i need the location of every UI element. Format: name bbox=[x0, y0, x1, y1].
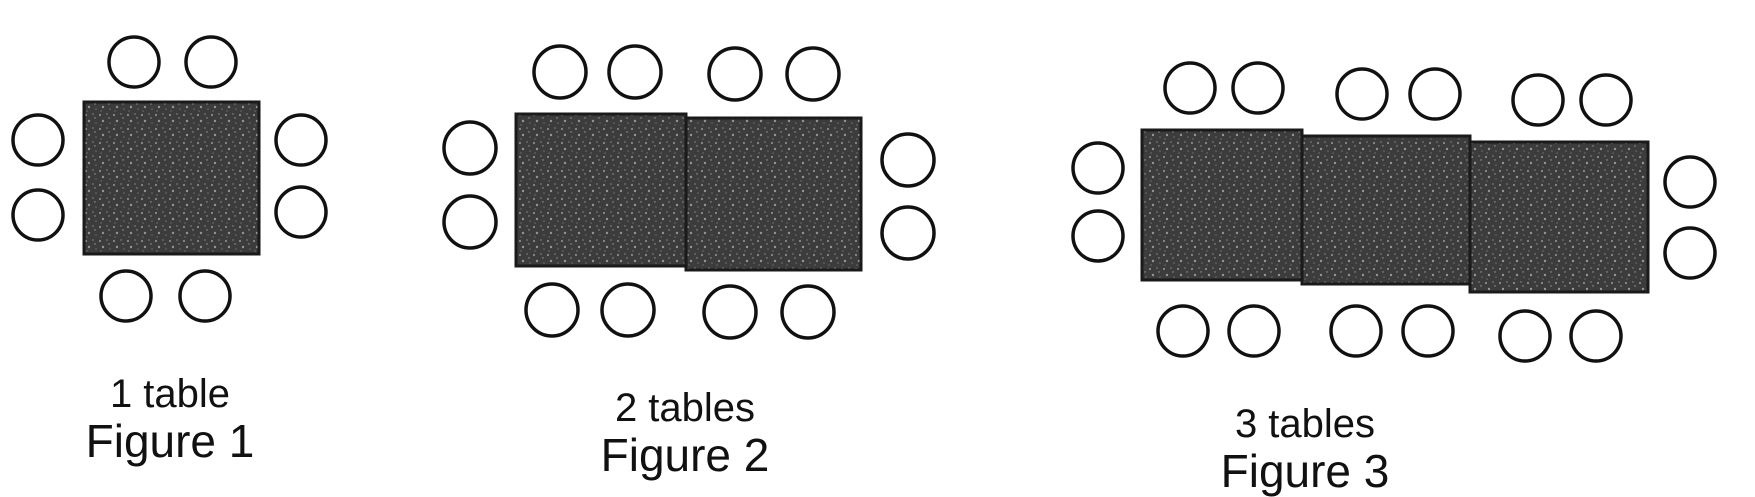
table bbox=[684, 116, 863, 272]
chair bbox=[1579, 73, 1633, 127]
chair bbox=[1071, 141, 1125, 195]
chair bbox=[1335, 67, 1389, 121]
table bbox=[1300, 134, 1472, 286]
chair bbox=[1163, 61, 1217, 115]
table bbox=[1468, 140, 1650, 294]
chair bbox=[1511, 73, 1565, 127]
chair bbox=[707, 46, 763, 102]
chair bbox=[880, 132, 936, 188]
chair bbox=[702, 284, 758, 340]
chair bbox=[184, 35, 238, 89]
chair bbox=[1569, 309, 1623, 363]
chair bbox=[1329, 304, 1383, 358]
chair bbox=[600, 282, 656, 338]
chair bbox=[11, 113, 65, 167]
chair bbox=[11, 188, 65, 242]
chair bbox=[107, 35, 161, 89]
chair bbox=[785, 46, 841, 102]
figure-3-arrangement bbox=[1071, 61, 1717, 363]
chair bbox=[1408, 67, 1462, 121]
table-count-label: 3 tables bbox=[1234, 402, 1376, 446]
figure-2-caption: 2 tables Figure 2 bbox=[555, 386, 815, 481]
chair bbox=[1071, 209, 1125, 263]
figure-label: Figure 3 bbox=[1220, 445, 1390, 497]
chair bbox=[99, 269, 153, 323]
chair bbox=[274, 185, 328, 239]
chair bbox=[1663, 155, 1717, 209]
table-count-label: 2 tables bbox=[614, 386, 756, 430]
table bbox=[1140, 128, 1304, 282]
chair bbox=[780, 284, 836, 340]
table bbox=[514, 112, 688, 268]
table bbox=[82, 100, 261, 256]
chair bbox=[1498, 309, 1552, 363]
chair bbox=[1663, 226, 1717, 280]
figure-label: Figure 2 bbox=[600, 429, 770, 481]
chair bbox=[274, 113, 328, 167]
chair bbox=[607, 44, 663, 100]
chair bbox=[178, 269, 232, 323]
figure-2-arrangement bbox=[442, 44, 936, 340]
chair bbox=[1401, 304, 1455, 358]
chair bbox=[442, 120, 498, 176]
chair bbox=[880, 205, 936, 261]
chair bbox=[1227, 304, 1281, 358]
figure-3-caption: 3 tables Figure 3 bbox=[1175, 402, 1435, 497]
figure-1-caption: 1 table Figure 1 bbox=[40, 372, 300, 467]
figure-1-arrangement bbox=[11, 35, 328, 323]
chair bbox=[532, 44, 588, 100]
chair bbox=[1156, 304, 1210, 358]
chair bbox=[1231, 61, 1285, 115]
chair bbox=[442, 194, 498, 250]
table-count-label: 1 table bbox=[109, 372, 231, 416]
figure-label: Figure 1 bbox=[85, 415, 255, 467]
chair bbox=[524, 282, 580, 338]
